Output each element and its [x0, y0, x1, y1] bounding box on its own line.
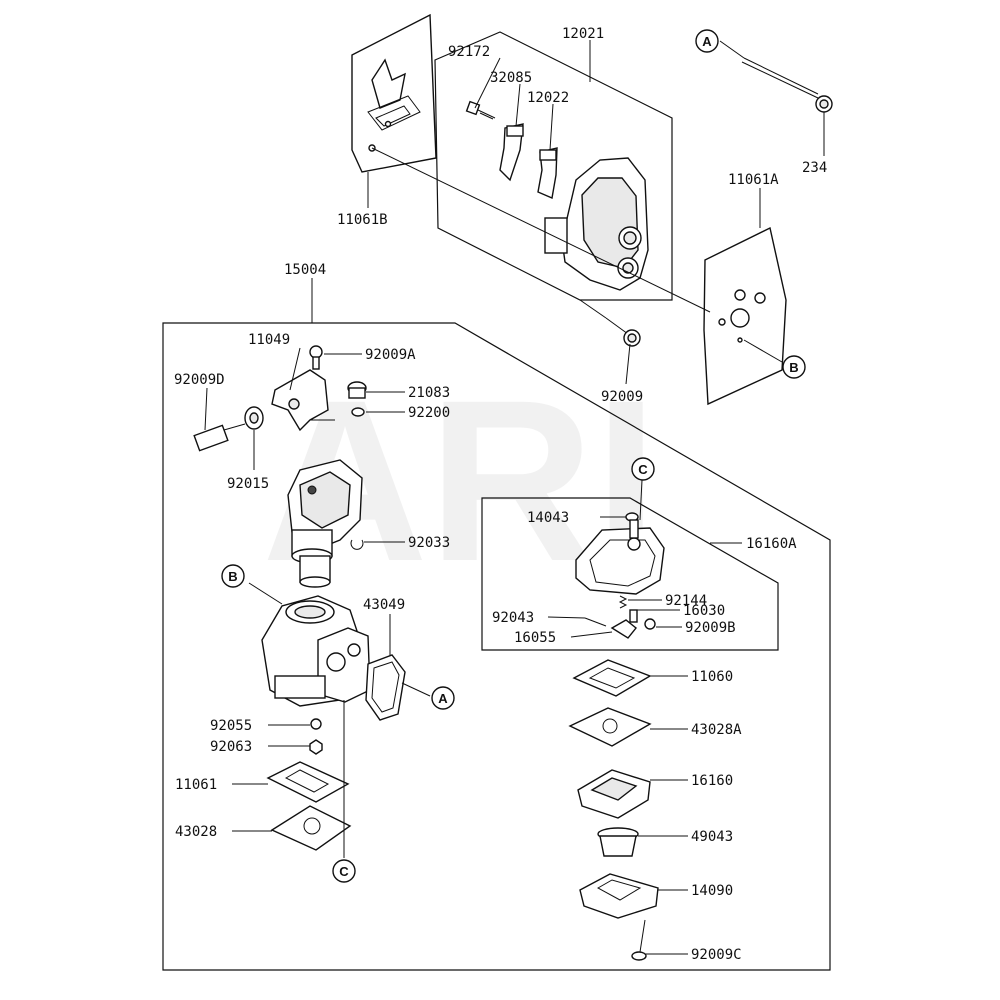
label-11061B: 11061B	[337, 212, 388, 228]
label-15004: 15004	[284, 262, 326, 278]
svg-text:B: B	[228, 569, 237, 584]
lever-16055	[610, 619, 637, 639]
label-11049: 11049	[248, 332, 290, 348]
leader-lines	[204, 40, 825, 955]
pump-body-16160	[577, 769, 651, 819]
carburetor-upper	[287, 459, 363, 588]
assembly-frame-15004	[162, 322, 831, 971]
screw-92009A	[309, 345, 323, 370]
label-92043: 92043	[492, 610, 534, 626]
screw-92009B	[644, 618, 656, 630]
clip-92033	[350, 539, 364, 550]
label-21083: 21083	[408, 385, 450, 401]
plate-12022-tab	[539, 149, 557, 161]
label-12021: 12021	[562, 26, 604, 42]
gasket-11061A	[703, 226, 787, 406]
svg-text:A: A	[438, 691, 448, 706]
spring-92144	[618, 595, 628, 609]
bolt-234	[741, 57, 833, 113]
svg-text:C: C	[339, 864, 349, 879]
label-92009A: 92009A	[365, 347, 416, 363]
svg-text:B: B	[789, 360, 798, 375]
pin-92043	[584, 617, 607, 627]
nut-92063	[309, 739, 323, 755]
screw-92009C	[631, 919, 647, 961]
cover-14090	[579, 873, 659, 919]
callout-a-top: A	[695, 29, 719, 53]
svg-text:A: A	[702, 34, 712, 49]
label-92033: 92033	[408, 535, 450, 551]
diaphragm-43028A	[568, 707, 652, 747]
label-92009B: 92009B	[685, 620, 736, 636]
bolt-92172	[465, 100, 496, 120]
bolt-92009	[605, 317, 641, 347]
label-16160: 16160	[691, 773, 733, 789]
assembly-frame-16160A	[481, 497, 779, 651]
label-16055: 16055	[514, 630, 556, 646]
label-43028: 43028	[175, 824, 217, 840]
cup-49043	[597, 827, 639, 857]
callout-b-left: B	[221, 564, 245, 588]
label-49043: 49043	[691, 829, 733, 845]
label-92009D: 92009D	[174, 372, 225, 388]
pump-cover-16160A	[575, 519, 665, 595]
screw-92009D	[193, 423, 246, 452]
callout-b-right: B	[782, 355, 806, 379]
label-32085: 32085	[490, 70, 532, 86]
needle-16030	[629, 609, 638, 623]
gasket-11061B	[351, 13, 437, 173]
callout-c-lower: C	[332, 859, 356, 883]
cap-21083	[347, 381, 367, 399]
plate-32085-tab	[506, 125, 524, 137]
label-11061: 11061	[175, 777, 217, 793]
part-labels: 12021 92172 32085 12022 11061B 234 11061…	[174, 26, 827, 963]
label-12022: 12022	[527, 90, 569, 106]
callout-c-upper: C	[631, 457, 655, 481]
assembly-frame-12021	[434, 31, 673, 301]
label-43028A: 43028A	[691, 722, 742, 738]
carburetor-body	[261, 595, 371, 707]
callouts: A B C B A C	[221, 29, 806, 883]
nut-92015	[244, 406, 264, 430]
plate-32085	[499, 123, 524, 182]
washer-92200	[351, 407, 365, 417]
label-16030: 16030	[683, 603, 725, 619]
label-234: 234	[802, 160, 827, 176]
callout-a-lower: A	[431, 686, 455, 710]
diaphragm-43028	[270, 805, 352, 851]
lever-11049	[271, 369, 335, 432]
gasket-43049	[365, 654, 406, 721]
label-92172: 92172	[448, 44, 490, 60]
label-92200: 92200	[408, 405, 450, 421]
washer-92055	[310, 718, 322, 730]
label-92063: 92063	[210, 739, 252, 755]
gasket-11060	[572, 659, 652, 697]
holder-12021	[544, 157, 649, 291]
label-11061A: 11061A	[728, 172, 779, 188]
label-92009: 92009	[601, 389, 643, 405]
gasket-11061	[266, 761, 350, 803]
label-14090: 14090	[691, 883, 733, 899]
svg-text:C: C	[638, 462, 648, 477]
label-11060: 11060	[691, 669, 733, 685]
label-92015: 92015	[227, 476, 269, 492]
label-92009C: 92009C	[691, 947, 742, 963]
label-92144: 92144	[665, 593, 707, 609]
label-16160A: 16160A	[746, 536, 797, 552]
label-92055: 92055	[210, 718, 252, 734]
label-43049: 43049	[363, 597, 405, 613]
label-14043: 14043	[527, 510, 569, 526]
